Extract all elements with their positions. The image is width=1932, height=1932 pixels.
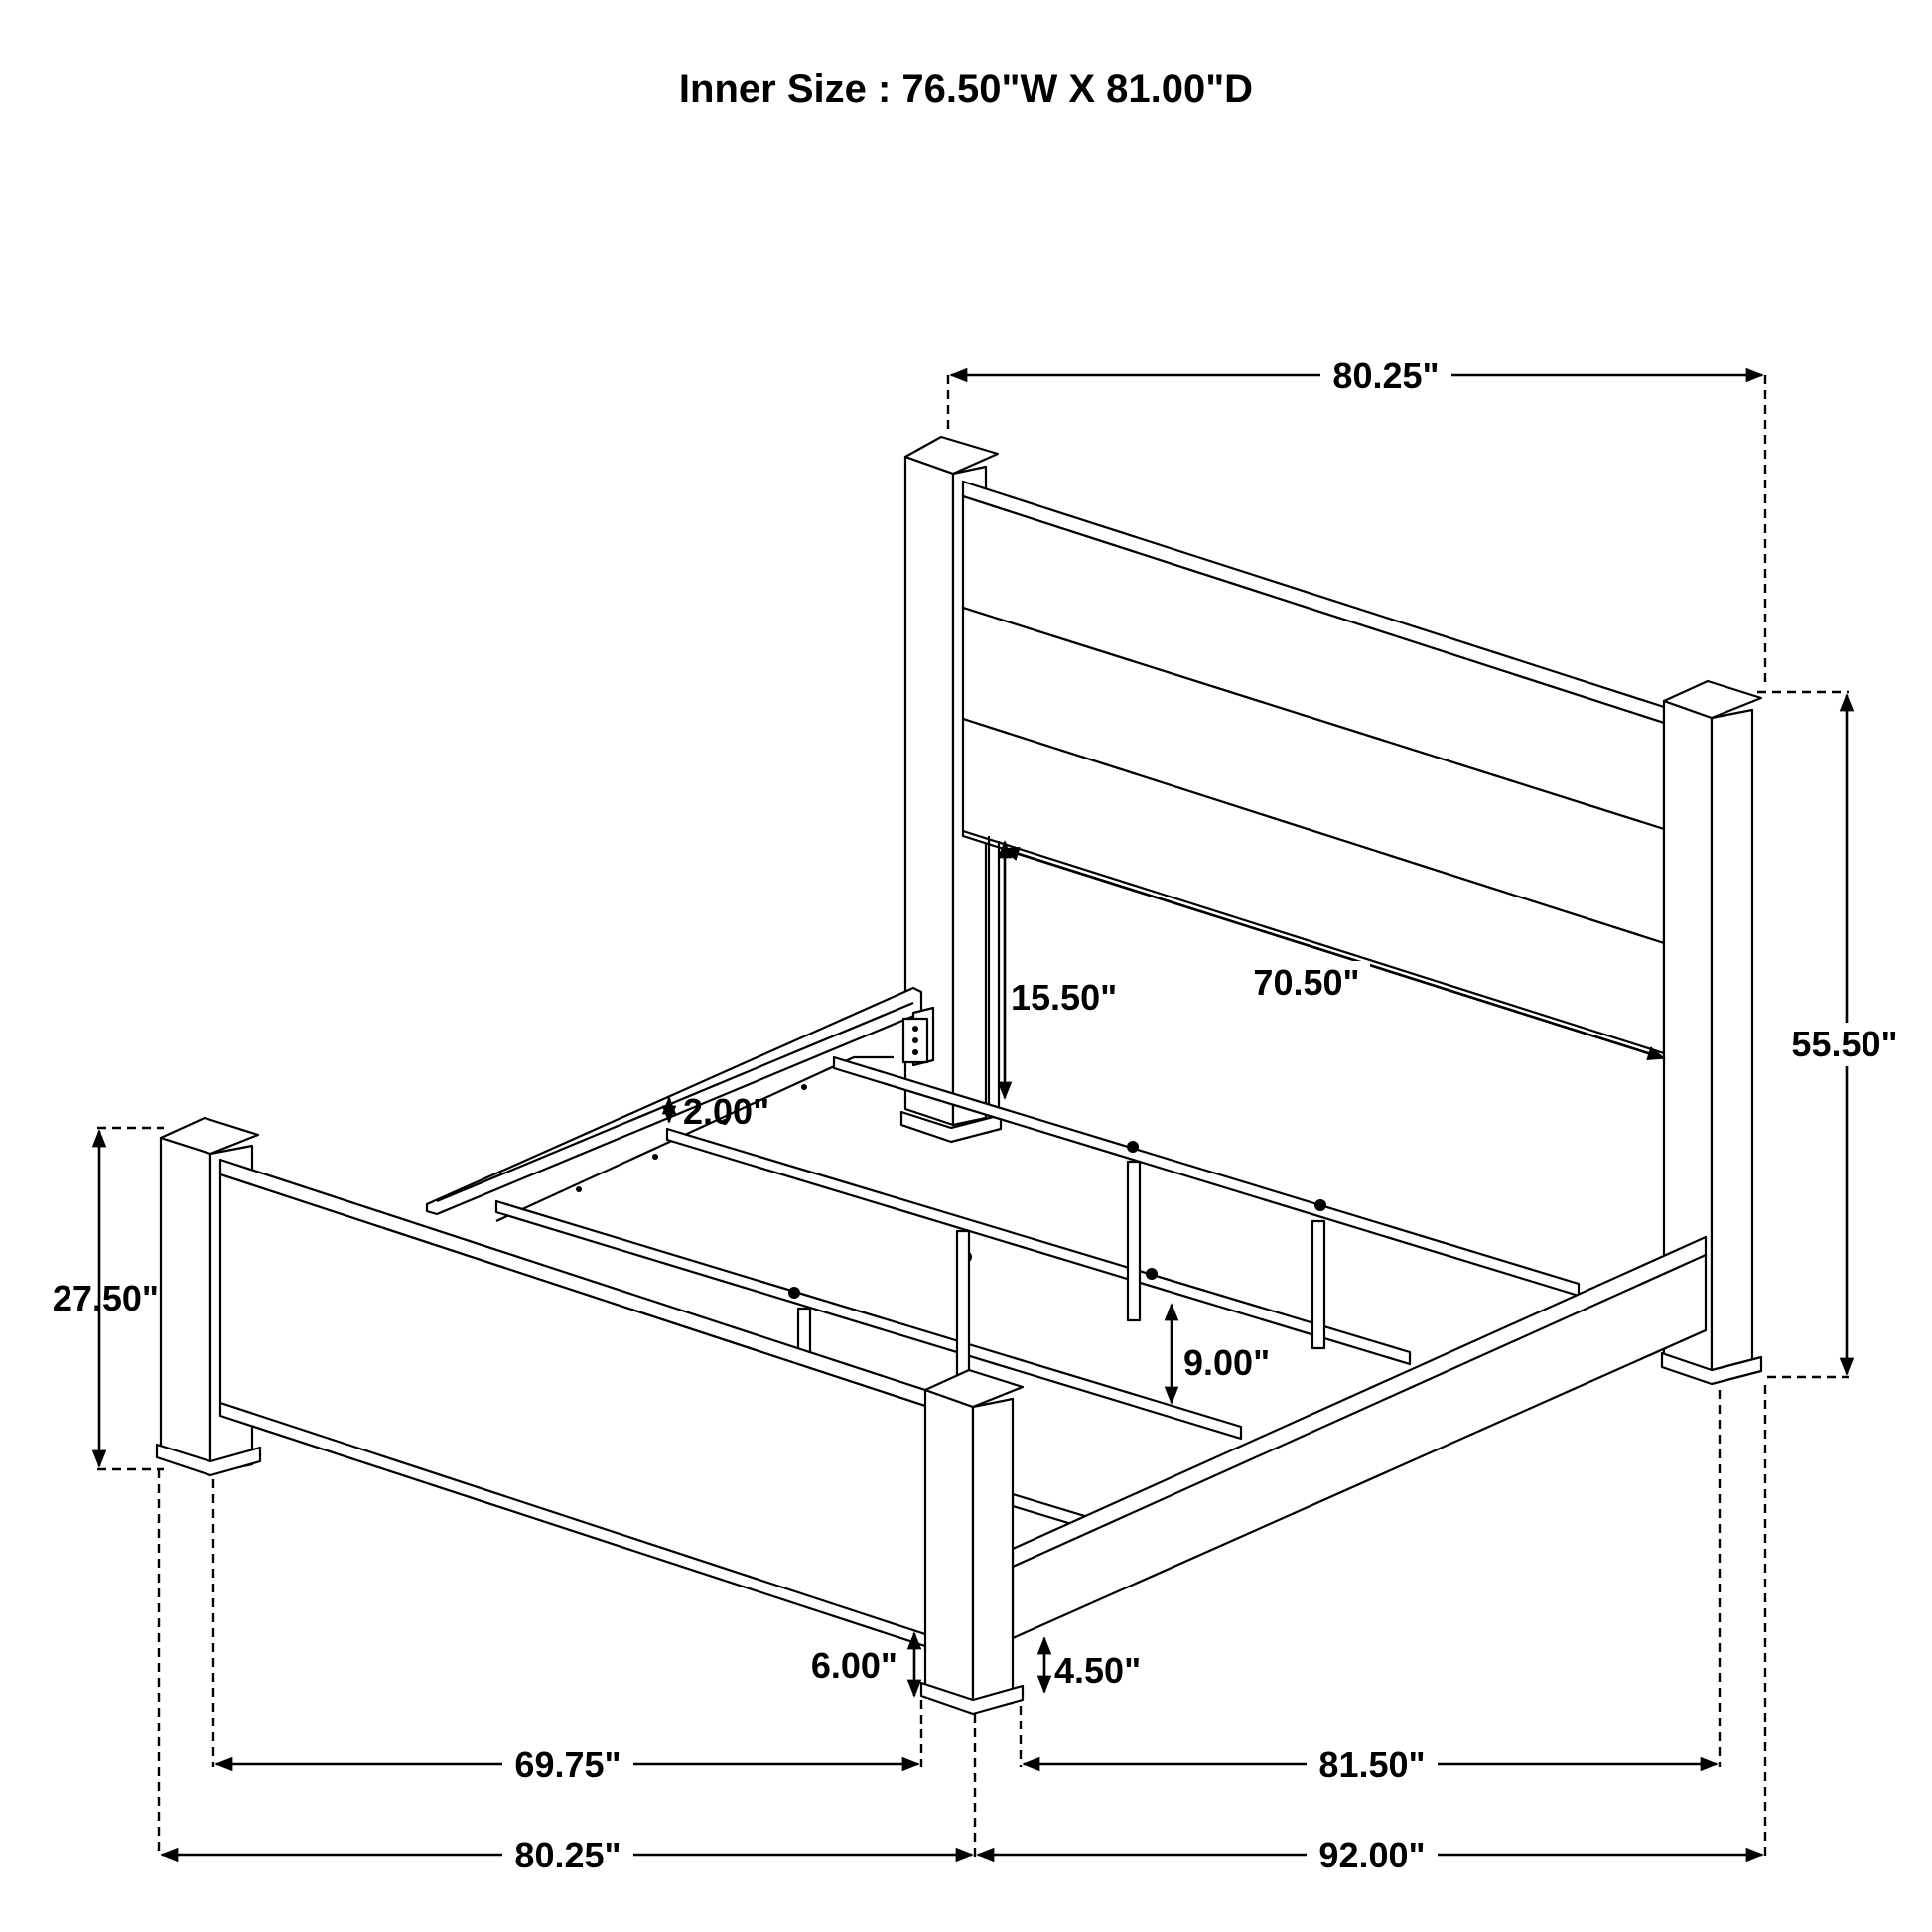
label-headboard-height: 55.50" — [1791, 1024, 1897, 1064]
right-side-rail — [1011, 1235, 1708, 1640]
label-footboard-inner-width: 69.75" — [514, 1744, 621, 1785]
footboard-left-post-front — [159, 1136, 212, 1475]
footboard-right-post-front — [923, 1388, 975, 1713]
label-headboard-inner-width: 70.50" — [1253, 962, 1359, 1003]
slat-3 — [494, 1199, 1243, 1441]
footboard-right-post-cap — [923, 1368, 1025, 1409]
label-footboard-height: 27.50" — [53, 1278, 159, 1318]
inner-size-title: Inner Size : 76.50"W X 81.00"D — [679, 68, 1253, 111]
label-side-rail-length: 81.50" — [1318, 1744, 1425, 1785]
slat-1 — [832, 1055, 1581, 1298]
label-overall-width: 80.25" — [514, 1835, 621, 1875]
slat-2 — [665, 1127, 1412, 1366]
label-slat-spacing: 2.00" — [683, 1091, 769, 1132]
label-overall-length: 92.00" — [1318, 1835, 1425, 1875]
footboard-left-post-cap — [159, 1116, 260, 1156]
label-panel-gap: 15.50" — [1011, 977, 1117, 1018]
label-rail-clearance: 9.00" — [1183, 1342, 1270, 1383]
left-side-rail — [425, 986, 935, 1216]
headboard-left-post-cap — [903, 435, 1000, 476]
footboard — [155, 1116, 1025, 1716]
headboard-right-post-cap — [1662, 679, 1763, 720]
label-footboard-clearance: 6.00" — [811, 1645, 897, 1686]
label-side-rail-clearance: 4.50" — [1054, 1650, 1141, 1691]
slats — [494, 1055, 1581, 1625]
label-headboard-width: 80.25" — [1332, 355, 1439, 396]
footboard-board — [218, 1173, 933, 1650]
